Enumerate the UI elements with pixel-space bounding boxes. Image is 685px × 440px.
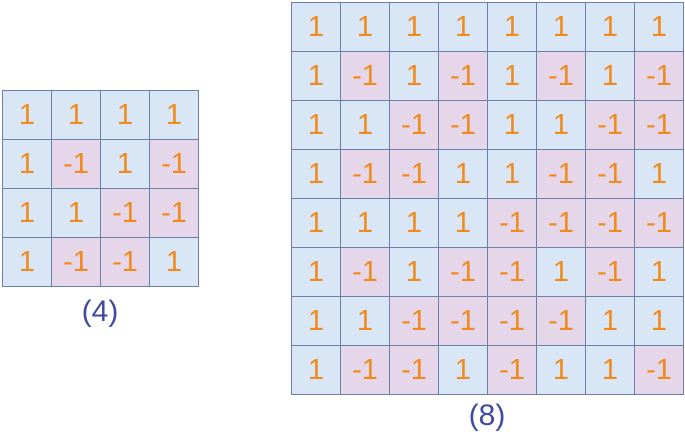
matrix-cell: 1 — [341, 199, 390, 248]
matrix-cell: 1 — [439, 150, 488, 199]
matrix-cell: 1 — [488, 150, 537, 199]
matrix-cell: -1 — [586, 150, 635, 199]
matrix-cell: 1 — [390, 52, 439, 101]
matrix-cell: -1 — [439, 101, 488, 150]
matrix-cell: -1 — [341, 150, 390, 199]
matrix-cell: -1 — [390, 346, 439, 395]
matrix-cell: -1 — [586, 248, 635, 297]
matrix-cell: -1 — [537, 52, 586, 101]
matrix-cell: -1 — [439, 52, 488, 101]
matrix-cell: 1 — [390, 3, 439, 52]
matrix-cell: -1 — [390, 297, 439, 346]
matrix-cell: -1 — [635, 101, 684, 150]
matrix-cell: 1 — [439, 199, 488, 248]
matrix-cell: 1 — [3, 238, 52, 287]
matrix-cell: 1 — [390, 248, 439, 297]
matrix-cell: 1 — [3, 91, 52, 140]
matrix-cell: 1 — [3, 140, 52, 189]
matrix-cell: 1 — [3, 189, 52, 238]
matrix-cell: 1 — [292, 3, 341, 52]
matrix-cell: -1 — [635, 199, 684, 248]
matrix-cell: -1 — [537, 199, 586, 248]
matrix-cell: -1 — [635, 52, 684, 101]
matrix-cell: -1 — [150, 140, 199, 189]
matrix-cell: -1 — [150, 189, 199, 238]
matrix-cell: -1 — [390, 101, 439, 150]
matrix-cell: 1 — [292, 199, 341, 248]
matrix-cell: -1 — [341, 248, 390, 297]
matrix-cell: 1 — [341, 3, 390, 52]
matrix-cell: 1 — [586, 52, 635, 101]
matrix-cell: -1 — [439, 248, 488, 297]
matrix-cell: 1 — [101, 91, 150, 140]
matrix-cell: -1 — [488, 297, 537, 346]
matrix-cell: -1 — [101, 189, 150, 238]
matrix-cell: 1 — [537, 3, 586, 52]
matrix-cell: 1 — [150, 238, 199, 287]
matrix-cell: -1 — [488, 248, 537, 297]
matrix-cell: -1 — [390, 150, 439, 199]
matrix-cell: 1 — [341, 297, 390, 346]
matrix-cell: -1 — [537, 150, 586, 199]
matrix-cell: -1 — [341, 346, 390, 395]
matrix-cell: 1 — [586, 3, 635, 52]
matrix-cell: 1 — [292, 150, 341, 199]
matrix-cell: 1 — [292, 346, 341, 395]
matrix-order-8-caption: (8) — [468, 399, 506, 432]
matrix-cell: 1 — [635, 150, 684, 199]
matrix-cell: 1 — [537, 346, 586, 395]
matrix-cell: 1 — [150, 91, 199, 140]
matrix-cell: 1 — [586, 346, 635, 395]
matrix-cell: -1 — [635, 346, 684, 395]
matrix-cell: 1 — [488, 101, 537, 150]
matrix-cell: 1 — [52, 189, 101, 238]
matrix-cell: 1 — [292, 52, 341, 101]
matrix-cell: 1 — [292, 248, 341, 297]
matrix-cell: 1 — [439, 3, 488, 52]
matrix-cell: 1 — [390, 199, 439, 248]
matrix-cell: 1 — [635, 3, 684, 52]
matrix-cell: 1 — [635, 248, 684, 297]
matrix-cell: 1 — [292, 297, 341, 346]
matrix-cell: 1 — [341, 101, 390, 150]
matrix-cell: -1 — [488, 346, 537, 395]
matrix-cell: 1 — [635, 297, 684, 346]
matrix-cell: 1 — [488, 3, 537, 52]
matrix-cell: -1 — [101, 238, 150, 287]
matrix-cell: -1 — [52, 238, 101, 287]
matrix-cell: -1 — [52, 140, 101, 189]
matrix-order-4-caption: (4) — [81, 295, 119, 328]
matrix-cell: -1 — [586, 101, 635, 150]
matrix-cell: 1 — [101, 140, 150, 189]
matrix-cell: 1 — [439, 346, 488, 395]
matrix-cell: -1 — [537, 297, 586, 346]
matrix-cell: 1 — [586, 297, 635, 346]
matrix-cell: -1 — [439, 297, 488, 346]
matrix-cell: -1 — [488, 199, 537, 248]
matrix-cell: -1 — [341, 52, 390, 101]
matrix-cell: 1 — [537, 248, 586, 297]
matrix-cell: 1 — [292, 101, 341, 150]
matrix-cell: 1 — [537, 101, 586, 150]
matrix-cell: 1 — [52, 91, 101, 140]
matrix-cell: 1 — [488, 52, 537, 101]
matrix-cell: -1 — [586, 199, 635, 248]
